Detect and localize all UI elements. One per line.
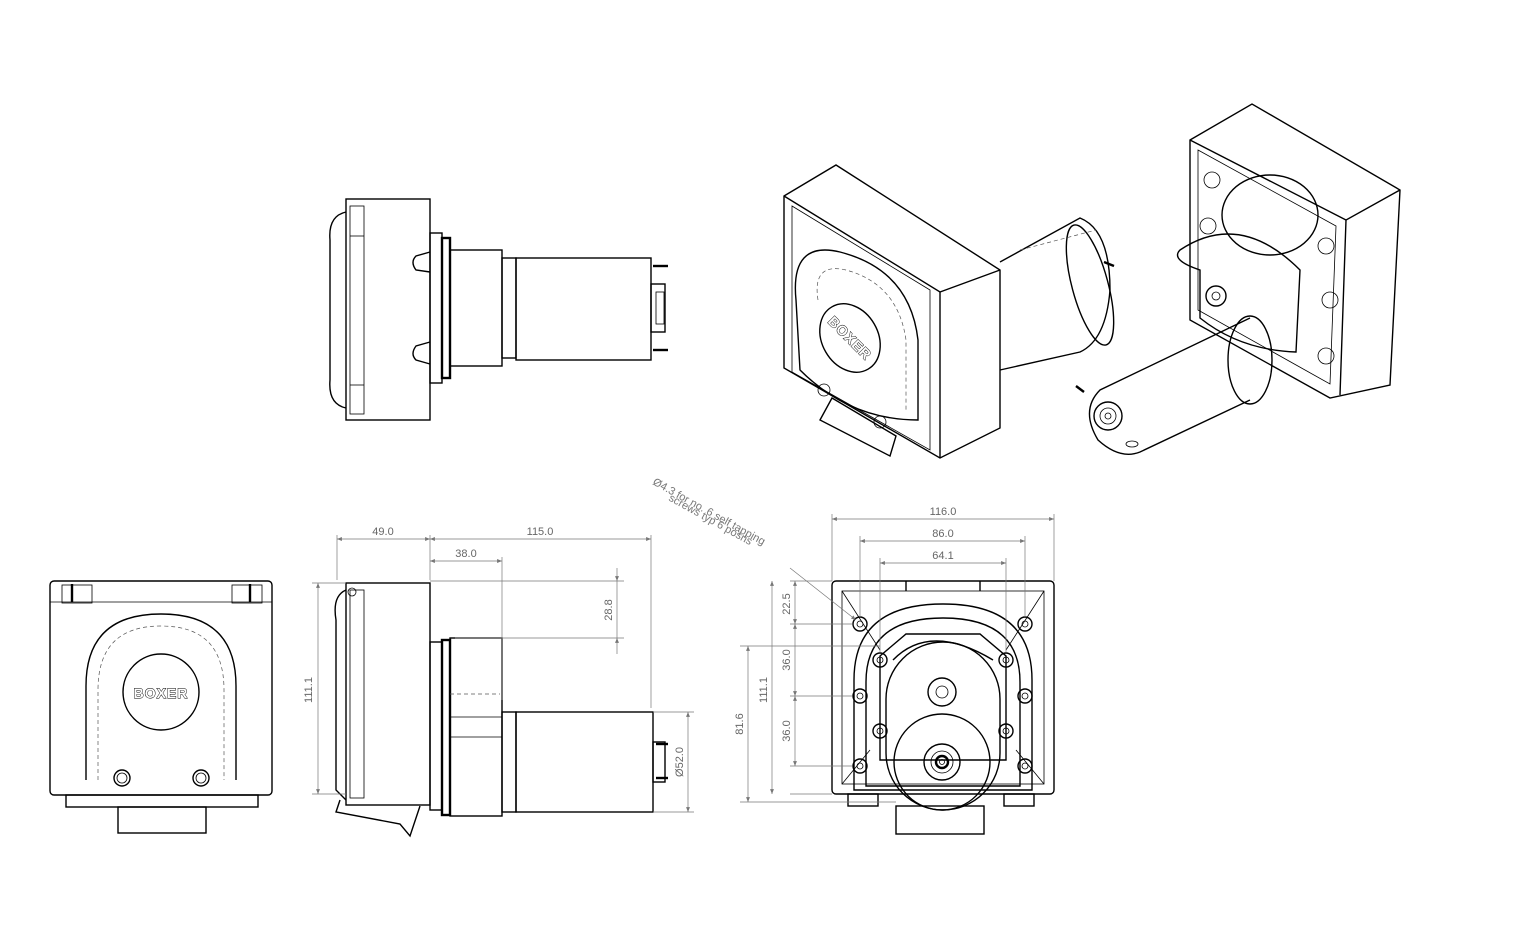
side-dimension-view bbox=[334, 582, 668, 838]
dim-36-upper: 36.0 bbox=[781, 649, 793, 670]
screw-holes bbox=[852, 616, 1033, 774]
dim-81-6: 81.6 bbox=[734, 713, 746, 734]
rear-dimension-view bbox=[831, 580, 1055, 835]
note-line-2: screws typ 6 posns bbox=[667, 492, 755, 548]
brand-logo-front: BOXER bbox=[134, 685, 189, 701]
dim-52-diameter: Ø52.0 bbox=[674, 747, 686, 777]
dim-115: 115.0 bbox=[527, 526, 554, 538]
rear-dimensions: 116.0 86.0 64.1 22.5 36.0 36.0 111.1 81.… bbox=[734, 506, 1055, 803]
dim-22-5: 22.5 bbox=[781, 593, 793, 614]
dim-64-1: 64.1 bbox=[932, 550, 953, 562]
dim-116: 116.0 bbox=[930, 506, 957, 518]
top-side-view bbox=[329, 198, 668, 421]
dim-28-8: 28.8 bbox=[603, 599, 615, 620]
dim-86: 86.0 bbox=[932, 528, 953, 540]
front-view: BOXER bbox=[49, 580, 273, 834]
dim-111-1-side: 111.1 bbox=[303, 677, 315, 703]
dim-38: 38.0 bbox=[455, 548, 476, 560]
brand-logo-iso: BOXER bbox=[825, 313, 875, 363]
dim-49: 49.0 bbox=[372, 526, 393, 538]
dim-111-1-rear: 111.1 bbox=[758, 677, 770, 703]
dim-36-lower: 36.0 bbox=[781, 720, 793, 741]
isometric-view-rear bbox=[1075, 103, 1401, 455]
isometric-view-front: BOXER bbox=[783, 164, 1115, 459]
screw-note: Ø4.3 for no. 6 self tapping screws typ 6… bbox=[651, 476, 857, 621]
side-dimensions: 49.0 115.0 38.0 28.8 111.1 Ø52.0 bbox=[303, 526, 694, 813]
